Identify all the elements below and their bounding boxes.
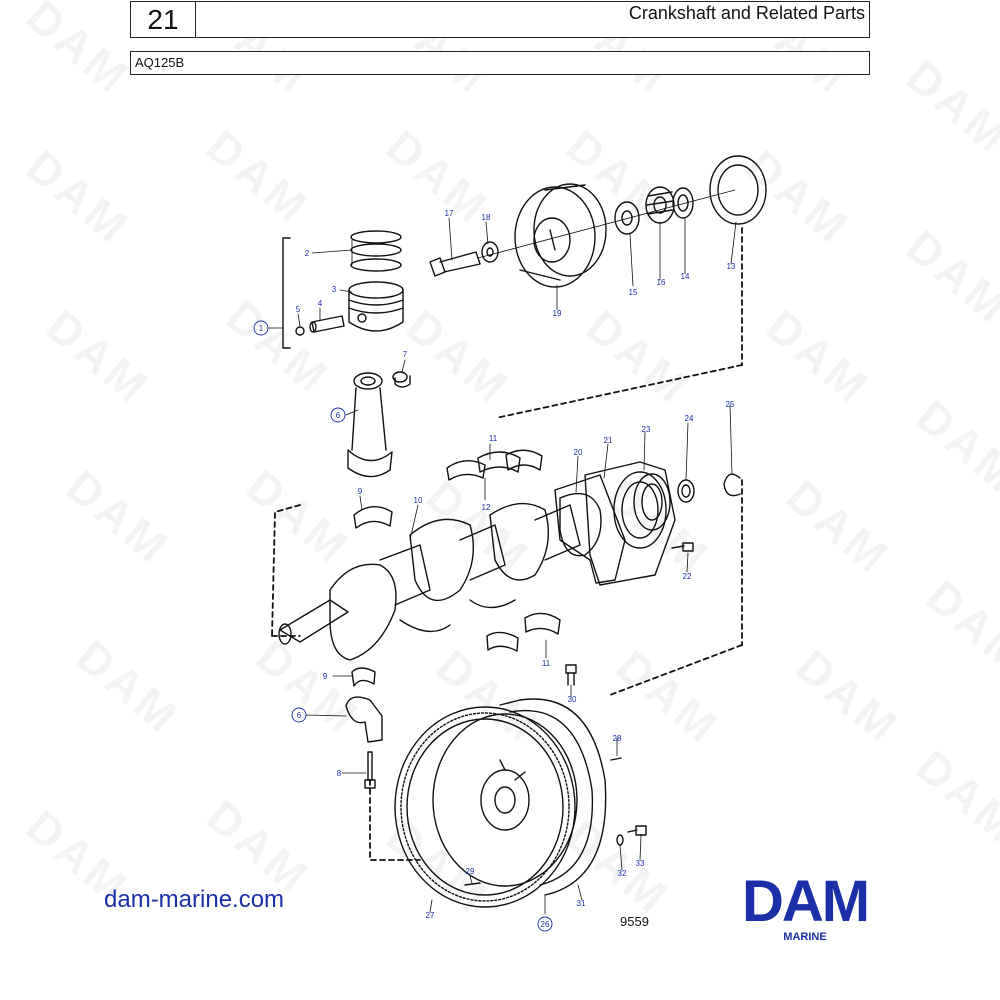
- callout-labels: 1 2 3 4 5 6 6 7 8 9 9 10 11 11 12 13 14 …: [259, 209, 736, 929]
- callout-28: 28: [613, 734, 622, 743]
- callout-29: 29: [466, 867, 475, 876]
- flywheel: [432, 713, 578, 887]
- website-link[interactable]: dam-marine.com: [104, 886, 285, 913]
- logo-subtitle: MARINE: [783, 931, 827, 943]
- piston-pin: [309, 315, 345, 333]
- header-model-row: AQ125B: [130, 51, 870, 75]
- spacer-washer: [614, 201, 640, 235]
- callout-3: 3: [332, 285, 337, 294]
- callout-23: 23: [642, 425, 651, 434]
- housing-washer: [616, 834, 624, 846]
- callout-14: 14: [681, 272, 690, 281]
- callout-27: 27: [426, 911, 435, 920]
- front-seal: [709, 155, 767, 225]
- flywheel-bolt: [565, 664, 577, 686]
- callout-24: 24: [685, 414, 694, 423]
- page-number: 21: [131, 2, 196, 37]
- housing-bolt-lower: [627, 825, 647, 836]
- callout-22: 22: [683, 572, 692, 581]
- callout-circles: [253, 320, 553, 932]
- callout-12: 12: [482, 503, 491, 512]
- callout-9: 9: [358, 487, 363, 496]
- connecting-rod-bolt: [364, 751, 376, 789]
- assembly-guide-lines: [271, 227, 743, 861]
- callout-15: 15: [629, 288, 638, 297]
- dowel-pin: [610, 757, 622, 761]
- callout-31: 31: [577, 899, 586, 908]
- rear-oil-seal: [633, 473, 671, 531]
- connecting-rod: [347, 372, 393, 478]
- pulley-washer: [481, 241, 499, 263]
- connecting-rod-cap: [345, 696, 383, 743]
- header-title-row: 21 Crankshaft and Related Parts: [130, 1, 870, 38]
- circlip: [295, 326, 305, 336]
- snap-ring: [723, 473, 741, 497]
- callout-25: 25: [726, 400, 735, 409]
- callout-7: 7: [403, 350, 408, 359]
- callout-11: 11: [542, 659, 551, 668]
- callout-6: 6: [336, 411, 341, 420]
- callout-6: 6: [297, 711, 302, 720]
- callout-26: 26: [541, 920, 550, 929]
- callout-21: 21: [604, 436, 613, 445]
- callout-16: 16: [657, 278, 666, 287]
- timing-gear: [645, 186, 675, 224]
- callout-8: 8: [337, 769, 342, 778]
- callout-20: 20: [574, 448, 583, 457]
- callout-33: 33: [636, 859, 645, 868]
- big-end-bearing-shell: [353, 506, 393, 529]
- callout-18: 18: [482, 213, 491, 222]
- housing-bolt: [671, 542, 694, 552]
- crankshaft: [278, 492, 602, 661]
- page-title: Crankshaft and Related Parts: [628, 3, 865, 23]
- piston-rings: [350, 230, 402, 272]
- callout-10: 10: [414, 496, 423, 505]
- big-end-bearing-shell-lower: [351, 667, 376, 687]
- assembly-centerline: [477, 189, 736, 259]
- callout-5: 5: [296, 305, 301, 314]
- model-name: AQ125B: [135, 55, 185, 70]
- callout-30: 30: [568, 695, 577, 704]
- pulley-bolt: [429, 251, 481, 277]
- small-end-bushing: [392, 371, 411, 388]
- piston: [348, 281, 404, 332]
- callout-1: 1: [259, 324, 264, 333]
- rear-seal-gasket: [554, 474, 626, 584]
- callout-leaders: [267, 217, 737, 915]
- logo-wordmark: DAM: [741, 869, 870, 934]
- callout-17: 17: [445, 209, 454, 218]
- piston-assembly-bracket: [282, 237, 291, 349]
- main-bearing-shells-upper: [446, 449, 543, 481]
- main-bearing-shells-lower: [486, 612, 561, 652]
- crank-pulley: [514, 183, 607, 288]
- flywheel-ring-gear: [394, 706, 576, 908]
- callout-19: 19: [553, 309, 562, 318]
- pilot-bearing: [677, 479, 695, 503]
- rear-seal-housing: [584, 461, 676, 586]
- callout-2: 2: [305, 249, 310, 258]
- figure-number: 9559: [620, 914, 649, 929]
- flywheel-housing: [499, 698, 607, 896]
- callout-9: 9: [323, 672, 328, 681]
- callout-4: 4: [318, 299, 323, 308]
- callout-13: 13: [727, 262, 736, 271]
- callout-32: 32: [618, 869, 627, 878]
- dam-marine-logo: DAM MARINE: [714, 869, 896, 946]
- callout-11: 11: [489, 434, 498, 443]
- thrust-ring: [672, 187, 694, 219]
- flywheel-dowel-pin: [464, 882, 481, 886]
